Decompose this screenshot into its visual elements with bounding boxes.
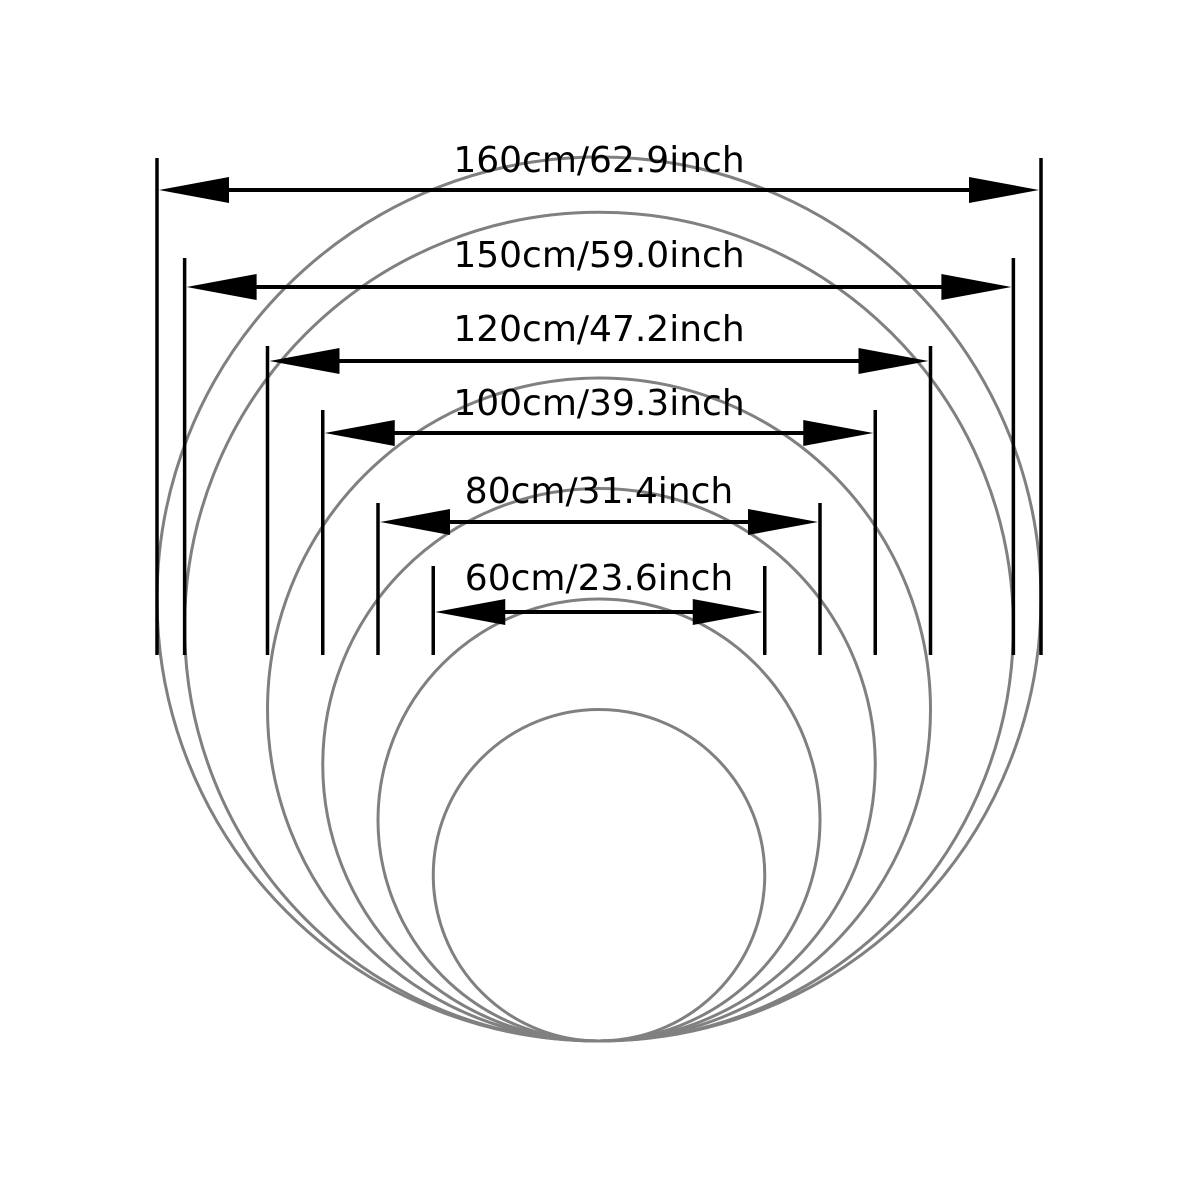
arrowhead-left-60cm bbox=[435, 599, 506, 625]
arrowhead-right-120cm bbox=[858, 348, 929, 374]
arrowhead-right-100cm bbox=[803, 420, 874, 446]
arrowhead-right-160cm bbox=[969, 177, 1039, 203]
arrowhead-left-120cm bbox=[269, 348, 340, 374]
arrowhead-right-150cm bbox=[941, 274, 1012, 300]
size-label-80cm: 80cm/31.4inch bbox=[465, 471, 733, 512]
arrowhead-left-160cm bbox=[159, 177, 229, 203]
size-label-120cm: 120cm/47.2inch bbox=[453, 309, 744, 350]
dimension-lines bbox=[155, 158, 1043, 655]
size-label-100cm: 100cm/39.3inch bbox=[453, 383, 744, 424]
arrowhead-right-60cm bbox=[692, 599, 763, 625]
arrowhead-right-80cm bbox=[748, 509, 818, 535]
size-label-150cm: 150cm/59.0inch bbox=[453, 235, 744, 276]
dimension-labels: 160cm/62.9inch 150cm/59.0inch 120cm/47.2… bbox=[453, 140, 744, 599]
arrowhead-left-80cm bbox=[380, 509, 450, 535]
concentric-rings bbox=[155, 155, 1043, 1043]
arrowhead-left-150cm bbox=[186, 274, 257, 300]
ring-60cm bbox=[431, 708, 767, 1043]
size-label-60cm: 60cm/23.6inch bbox=[465, 558, 733, 599]
size-label-160cm: 160cm/62.9inch bbox=[453, 140, 744, 181]
arrowhead-left-100cm bbox=[324, 420, 395, 446]
